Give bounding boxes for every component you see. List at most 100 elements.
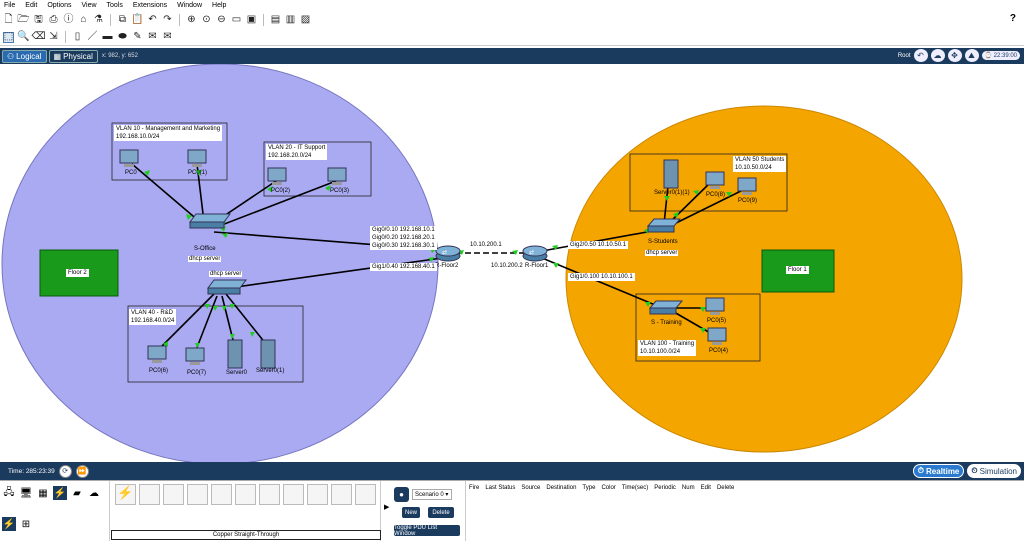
- fiber-cable-icon[interactable]: [211, 484, 232, 505]
- realtime-button[interactable]: ⏱ Realtime: [912, 464, 965, 478]
- link-dhcp-pc7[interactable]: [195, 295, 218, 351]
- pc7-icon[interactable]: [185, 347, 205, 365]
- cluster-icon[interactable]: ☁: [930, 49, 945, 62]
- menu-view[interactable]: View: [81, 2, 97, 9]
- scenario-select[interactable]: Scenario 0 ▾: [412, 489, 452, 500]
- redo-icon[interactable]: ↷: [163, 14, 172, 25]
- r-floor1-icon[interactable]: ⇄: [522, 245, 548, 262]
- misc-icon[interactable]: ▰: [73, 487, 81, 499]
- phone-cable-icon[interactable]: [235, 484, 256, 505]
- ellipse-tool-icon[interactable]: ⬬: [118, 31, 127, 42]
- link-sstudents-pc8[interactable]: [667, 180, 713, 225]
- iot-cable-icon[interactable]: [355, 484, 376, 505]
- r-floor2-icon[interactable]: ⇄: [435, 245, 461, 262]
- vlan50-note[interactable]: VLAN 50 Students 10.10.50.0/24: [733, 156, 787, 172]
- help-icon[interactable]: ?: [1009, 13, 1016, 24]
- save-icon[interactable]: 🖫: [34, 14, 43, 25]
- menu-file[interactable]: File: [4, 2, 16, 9]
- s-training-icon[interactable]: [648, 300, 684, 315]
- image-icon[interactable]: ▨: [300, 14, 311, 25]
- add-simple-pdu-icon[interactable]: ✉: [148, 31, 157, 42]
- dhcp-switch-icon[interactable]: [207, 279, 247, 295]
- serial-dte-cable-icon[interactable]: [307, 484, 328, 505]
- menu-options[interactable]: Options: [47, 2, 72, 9]
- paste-icon[interactable]: 📋: [131, 14, 144, 25]
- s-office-icon[interactable]: [189, 213, 231, 229]
- zoom-reset-icon[interactable]: ⊙: [202, 14, 211, 25]
- vlan100-box[interactable]: [635, 293, 761, 362]
- coaxial-cable-icon[interactable]: [259, 484, 280, 505]
- serial-dce-cable-icon[interactable]: [283, 484, 304, 505]
- vlan10-note[interactable]: VLAN 10 - Management and Marketing 192.1…: [114, 125, 223, 141]
- pc3-icon[interactable]: [327, 167, 347, 185]
- vlan20-box[interactable]: [263, 141, 372, 197]
- add-complex-pdu-icon[interactable]: ✉: [163, 31, 172, 42]
- vlan20-note[interactable]: VLAN 20 - IT Support 192.168.20.0/24: [266, 144, 328, 160]
- select-tool-icon[interactable]: ⬚: [3, 31, 14, 43]
- toggle-pdu-list-button[interactable]: Toggle PDU List Window: [394, 525, 460, 537]
- tab-logical[interactable]: ⚇ Logical: [2, 49, 47, 63]
- floor2-zone[interactable]: [1, 64, 439, 462]
- network-devices-icon[interactable]: 🖧: [3, 486, 15, 498]
- link-dhcp-pc6[interactable]: [157, 293, 215, 351]
- line-tool-icon[interactable]: ／: [87, 31, 98, 42]
- crossover-cable-icon[interactable]: [187, 484, 208, 505]
- pc6-icon[interactable]: [147, 345, 167, 363]
- link-rfloor1-straining[interactable]: [541, 257, 661, 308]
- link-sstudents-server011[interactable]: [663, 185, 669, 225]
- zoom-in-icon[interactable]: ⊕: [187, 14, 196, 25]
- pdu-icon[interactable]: ▥: [285, 14, 296, 25]
- resize-icon[interactable]: ⇲: [49, 31, 58, 42]
- notes-icon[interactable]: ▤: [270, 14, 281, 25]
- open-folder-icon[interactable]: 🗁: [17, 14, 30, 25]
- logical-workspace[interactable]: ⇄ ⇄ VLAN 10 - Management and Marketing 1…: [0, 64, 1024, 462]
- tab-physical[interactable]: ▦ Physical: [48, 49, 98, 63]
- s-students-icon[interactable]: [646, 218, 682, 233]
- simulation-button[interactable]: ⏲ Simulation: [967, 464, 1021, 478]
- link-sstudents-pc9[interactable]: [669, 188, 746, 227]
- link-dhcp-server01[interactable]: [225, 293, 267, 345]
- drawing-palette-icon[interactable]: ▭: [231, 14, 242, 25]
- connections-sub-icon[interactable]: ⚡: [2, 517, 16, 531]
- activity-wizard-icon[interactable]: ⚗: [94, 14, 103, 25]
- menu-extensions[interactable]: Extensions: [132, 2, 168, 9]
- connections-icon[interactable]: ⚡: [53, 486, 67, 500]
- link-pc0-soffice[interactable]: [131, 163, 201, 223]
- fast-forward-icon[interactable]: ⏩: [75, 464, 89, 478]
- pc8-icon[interactable]: [705, 171, 725, 189]
- vlan40-note[interactable]: VLAN 40 - R&D 192.168.40.0/24: [129, 309, 177, 325]
- pc2-icon[interactable]: [267, 167, 287, 185]
- pc1-icon[interactable]: [187, 149, 207, 167]
- delete-tool-icon[interactable]: ⌫: [31, 31, 46, 42]
- network-wizard-icon[interactable]: ⌂: [80, 14, 87, 25]
- auto-cable-icon[interactable]: ⚡: [115, 484, 136, 505]
- straight-through-cable-icon[interactable]: [163, 484, 184, 505]
- octal-cable-icon[interactable]: [331, 484, 352, 505]
- pc0-icon[interactable]: [119, 149, 139, 167]
- vlan10-box[interactable]: [111, 122, 228, 181]
- menu-window[interactable]: Window: [177, 2, 203, 9]
- background-icon[interactable]: ⛰: [964, 49, 979, 62]
- link-straining-pc4[interactable]: [673, 311, 713, 335]
- link-rfloor1-sstudents[interactable]: [541, 229, 659, 252]
- console-cable-icon[interactable]: [139, 484, 160, 505]
- server011-icon[interactable]: [663, 159, 679, 189]
- power-cycle-icon[interactable]: ⟳: [58, 464, 72, 478]
- server01-icon[interactable]: [260, 339, 276, 369]
- print-icon[interactable]: ⎙: [49, 14, 58, 25]
- menu-tools[interactable]: Tools: [106, 2, 123, 9]
- components-icon[interactable]: ▦: [38, 487, 48, 499]
- menu-edit[interactable]: Edit: [25, 2, 38, 9]
- rectangle-tool-icon[interactable]: ▬: [102, 31, 113, 42]
- multiuser-icon[interactable]: ☁: [89, 487, 99, 499]
- menu-help[interactable]: Help: [212, 2, 227, 9]
- panel-arrow-icon[interactable]: ▶: [384, 504, 390, 511]
- viewport-icon[interactable]: ✥: [947, 49, 962, 62]
- note-tool-icon[interactable]: ▯: [74, 31, 81, 42]
- inspect-icon[interactable]: 🔍: [17, 31, 30, 42]
- vlan100-note[interactable]: VLAN 100 - Training 10.10.100.0/24: [638, 340, 697, 356]
- grid-icon[interactable]: ⊞: [21, 518, 31, 530]
- server0-icon[interactable]: [227, 339, 243, 369]
- delete-scenario-button[interactable]: Delete: [428, 507, 454, 518]
- vlan50-box[interactable]: [629, 153, 788, 212]
